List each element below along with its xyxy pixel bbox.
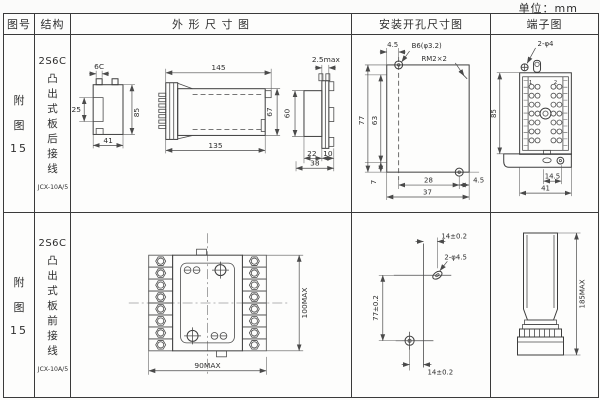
row2-figure-cell: 附 图 15 <box>4 213 35 397</box>
dim-77-left: 77±0.2 <box>372 295 380 321</box>
relay-front-profile-view <box>92 78 124 135</box>
row1-structure-char: 出 <box>47 88 58 100</box>
row1-outline-cell: 6C 25 85 41 <box>71 35 352 213</box>
row2-model-series: 2S6C <box>38 237 67 249</box>
dim-14-top: 14±0.2 <box>441 232 467 240</box>
callout-2-phi4-5: 2-φ4.5 <box>444 253 467 261</box>
row2-structure-char: 式 <box>47 284 58 297</box>
row1-figure-char: 附 <box>13 94 25 107</box>
row1-figure-number: 15 <box>10 142 28 155</box>
row2-outline-cell: 100MAX 90MAX <box>71 213 352 397</box>
unit-label: 单位：mm <box>518 2 578 15</box>
dim-38: 38 <box>310 159 320 168</box>
row2-figure-number: 15 <box>10 323 28 337</box>
row1-figure-char: 图 <box>13 119 25 132</box>
dim-7: 7 <box>369 179 378 184</box>
row2-structure-char: 前 <box>47 314 58 327</box>
row1-mounting-cell: 4.5 B6(φ3.2) RM2×2 77 63 7 28 4.5 37 <box>352 35 491 213</box>
dim-4-5-right: 4.5 <box>473 177 484 185</box>
dim-63: 63 <box>370 116 379 126</box>
callout-rm2: RM2×2 <box>421 55 446 63</box>
callout-b6-hole: B6(φ3.2) <box>412 42 442 50</box>
terminal-diagram-rear: 1 2 2-φ4 85 14.5 41 <box>491 40 572 197</box>
dim-22: 22 <box>307 149 316 158</box>
dim-37: 37 <box>423 188 432 196</box>
relay-panel-section-view <box>303 73 335 149</box>
row2-structure-cell: 2S6C 凸 出 式 板 前 接 线 JCX-10A/5 <box>35 213 71 397</box>
row1-terminal-cell: 1 2 2-φ4 85 14.5 41 <box>491 35 598 213</box>
dim-85: 85 <box>132 108 141 118</box>
row1-model-code: JCX-10A/5 <box>37 183 68 191</box>
row2-structure-char: 线 <box>47 344 58 357</box>
dim-28: 28 <box>424 177 433 185</box>
dim-41: 41 <box>103 136 113 145</box>
row1-structure-char: 式 <box>47 103 58 115</box>
dim-60: 60 <box>283 109 292 119</box>
relay-side-view <box>158 82 272 140</box>
dim-145: 145 <box>211 63 225 72</box>
row1-structure-char: 线 <box>47 163 58 175</box>
header-outline: 外 形 尺 寸 图 <box>71 14 352 35</box>
dim-100max: 100MAX <box>300 288 309 319</box>
dim-90max: 90MAX <box>194 361 220 370</box>
terminal-diagram-front: 185MAX <box>517 232 587 356</box>
spec-table: 图号 结构 外 形 尺 寸 图 安装开孔尺寸图 端子图 附 图 15 2S6C … <box>3 13 599 398</box>
row1-structure-char: 板 <box>47 118 58 130</box>
dim-67: 67 <box>265 107 274 117</box>
header-structure: 结构 <box>35 14 71 35</box>
row2-structure-char: 凸 <box>47 254 58 267</box>
row1-figure-cell: 附 图 15 <box>4 35 35 213</box>
dim-77: 77 <box>357 116 366 126</box>
dim-2-5max: 2.5max <box>312 55 341 64</box>
relay-on-socket-side-view <box>517 232 564 356</box>
header-terminal: 端子图 <box>491 14 598 35</box>
row2-mounting-cell: 14±0.2 2-φ4.5 77±0.2 14±0.2 <box>352 213 491 397</box>
socket-front-view <box>128 233 289 375</box>
header-figure-no: 图号 <box>4 14 35 35</box>
callout-2-phi4: 2-φ4 <box>538 40 555 48</box>
row1-structure-cell: 2S6C 凸 出 式 板 后 接 线 JCX-10A/5 <box>35 35 71 213</box>
outline-drawing-rear-wiring: 6C 25 85 41 <box>72 55 341 172</box>
row2-model-code: JCX-10A/5 <box>37 364 68 373</box>
terminal-col-2: 2 <box>554 80 557 86</box>
mounting-hole-drawing-front: 14±0.2 2-φ4.5 77±0.2 14±0.2 <box>372 232 467 376</box>
drill-pattern <box>393 243 452 368</box>
row2-structure-char: 接 <box>47 329 58 342</box>
dim-135: 135 <box>208 141 222 150</box>
dim-185max: 185MAX <box>579 279 587 308</box>
dim-85-terminal: 85 <box>491 109 498 118</box>
dim-14-bottom: 14±0.2 <box>427 368 453 376</box>
row1-structure-char: 接 <box>47 148 58 160</box>
terminal-block <box>503 59 572 168</box>
cutout-outline <box>386 56 470 181</box>
dim-6c: 6C <box>94 62 104 71</box>
dim-14-5: 14.5 <box>545 173 560 181</box>
row2-terminal-cell: 185MAX <box>491 213 598 397</box>
row1-model-series: 2S6C <box>38 56 67 67</box>
row2-structure-char: 出 <box>47 269 58 282</box>
terminal-col-1: 1 <box>529 80 532 86</box>
outline-drawing-front-wiring: 100MAX 90MAX <box>128 233 309 375</box>
row2-structure-char: 板 <box>47 299 58 312</box>
row1-structure-char: 凸 <box>47 73 58 85</box>
dim-25: 25 <box>72 105 82 114</box>
header-mounting: 安装开孔尺寸图 <box>352 14 491 35</box>
row1-structure-char: 后 <box>47 133 58 145</box>
dim-10: 10 <box>323 149 333 158</box>
dim-41-terminal: 41 <box>541 185 550 193</box>
mounting-hole-drawing-rear: 4.5 B6(φ3.2) RM2×2 77 63 7 28 4.5 37 <box>357 41 484 200</box>
dim-4-5-top: 4.5 <box>387 41 398 49</box>
row2-figure-char: 图 <box>13 300 25 314</box>
row2-figure-char: 附 <box>13 275 25 289</box>
